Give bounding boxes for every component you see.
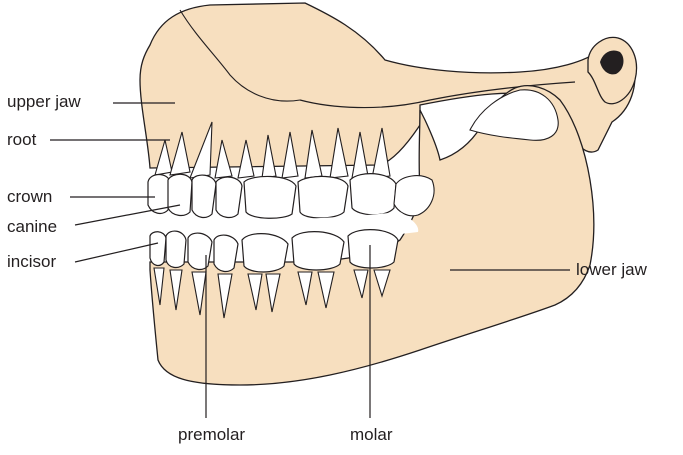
label-canine: canine bbox=[7, 217, 58, 236]
label-upper-jaw: upper jaw bbox=[7, 92, 81, 111]
label-crown: crown bbox=[7, 187, 53, 206]
upper-back-molar bbox=[393, 175, 435, 217]
label-incisor: incisor bbox=[7, 252, 57, 271]
ear-canal bbox=[600, 50, 624, 75]
label-lower-jaw: lower jaw bbox=[576, 260, 647, 279]
label-molar: molar bbox=[350, 425, 393, 444]
label-root: root bbox=[7, 130, 37, 149]
upper-crowns bbox=[147, 173, 397, 219]
lower-jaw-bone bbox=[149, 85, 595, 386]
leader-incisor bbox=[74, 242, 159, 263]
bite-gap bbox=[145, 212, 419, 239]
mandibular-notch bbox=[469, 89, 559, 141]
label-premolar: premolar bbox=[178, 425, 246, 444]
lower-roots bbox=[153, 267, 391, 319]
leader-canine bbox=[74, 204, 181, 226]
upper-roots bbox=[154, 121, 391, 179]
lower-crowns bbox=[149, 229, 399, 273]
skull-contour bbox=[179, 9, 301, 102]
zygomatic-arch bbox=[299, 81, 576, 109]
leader-lines bbox=[50, 102, 570, 418]
